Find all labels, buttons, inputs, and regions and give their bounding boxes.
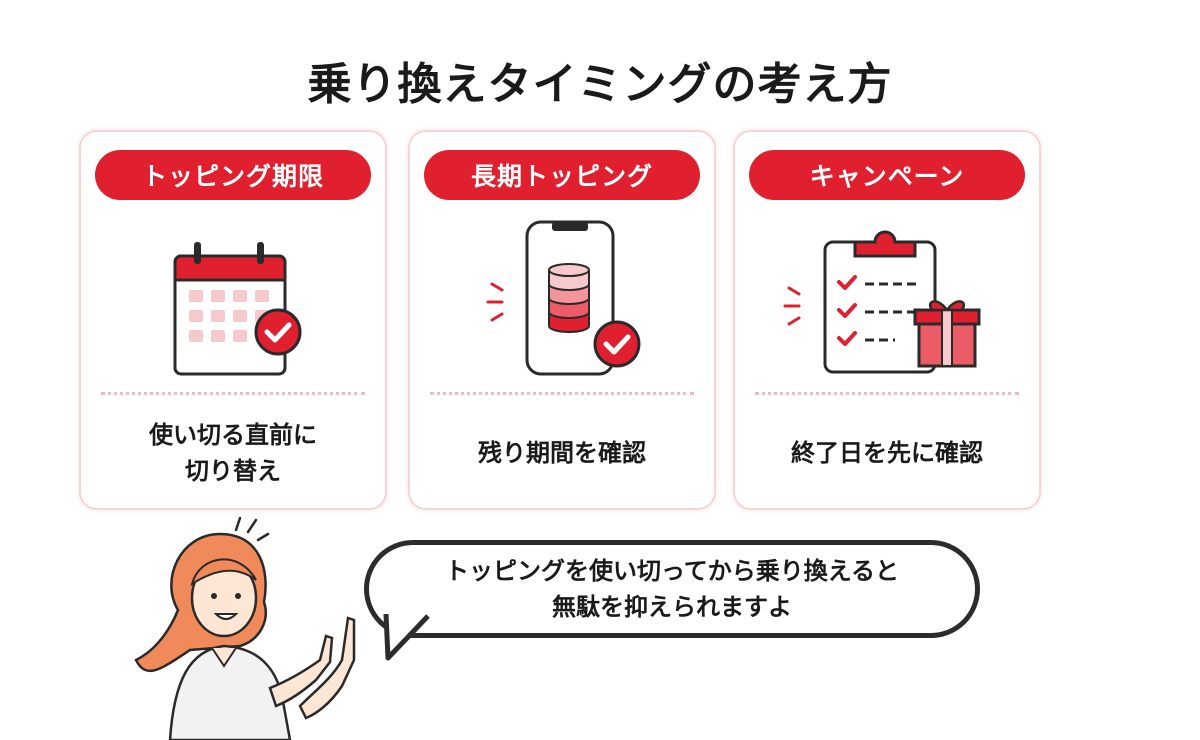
calendar-check-icon (173, 242, 302, 376)
phone-data-check-icon (486, 220, 641, 376)
card-topping-deadline: トッピング期限 使い切る直前に 切り替え (79, 130, 387, 510)
caption-line: 切り替え (185, 457, 281, 485)
card-campaign: キャンペーン 終了日を先に確認 (733, 130, 1041, 510)
clipboard-gift-icon (783, 230, 981, 374)
card-caption: 終了日を先に確認 (735, 418, 1039, 488)
caption-line: 残り期間を確認 (478, 439, 646, 467)
dotted-divider (430, 392, 694, 395)
caption-line: 終了日を先に確認 (791, 439, 983, 467)
card-label: キャンペーン (749, 150, 1025, 200)
speech-line: 無駄を抑えられますよ (552, 593, 792, 621)
speech-line: トッピングを使い切ってから乗り換えると (444, 557, 900, 585)
caption-line: 使い切る直前に (149, 421, 317, 449)
dotted-divider (101, 392, 365, 395)
woman-pointing-illustration (134, 516, 356, 740)
speech-bubble-tail (383, 614, 430, 661)
page-title: 乗り換えタイミングの考え方 (307, 59, 893, 110)
speech-bubble: トッピングを使い切ってから乗り換えると 無駄を抑えられますよ (364, 540, 980, 638)
card-label: トッピング期限 (95, 150, 371, 200)
card-caption: 使い切る直前に 切り替え (81, 418, 385, 488)
card-caption: 残り期間を確認 (410, 418, 714, 488)
card-long-topping: 長期トッピング 残り期間を確認 (408, 130, 716, 510)
dotted-divider (755, 392, 1019, 395)
card-label: 長期トッピング (424, 150, 700, 200)
